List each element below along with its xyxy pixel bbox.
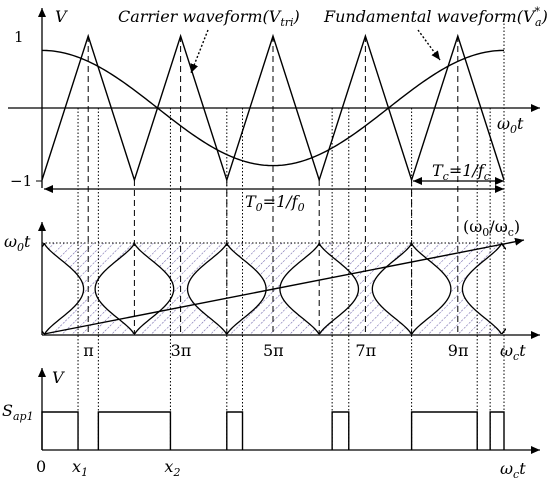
- middle-x-tick: 3π: [171, 341, 192, 360]
- middle-x-tick: π: [83, 341, 94, 360]
- top-tick-neg: −1: [10, 172, 32, 190]
- middle-panel: ω0t (ω0/ωc) π 3π 5π 7π 9π ωct: [4, 217, 540, 363]
- lobe: [461, 243, 506, 334]
- bottom-y-axis-label: V: [52, 368, 65, 387]
- lobe: [94, 243, 175, 334]
- period-Tc-label: Tc=1/fc: [432, 161, 490, 183]
- pulse: [97, 411, 172, 450]
- signal-label: Sap1: [2, 401, 34, 423]
- fundamental-label: Fundamental waveform(V*a): [323, 5, 548, 29]
- carrier-pointer: [190, 29, 209, 74]
- bottom-x-tick: 0: [36, 457, 46, 476]
- top-x-axis-label: ω0t: [497, 114, 524, 136]
- bottom-x-ticks: 0 x1 x2: [36, 457, 180, 479]
- bottom-x-tick: x1: [72, 457, 88, 479]
- ratio-line: [43, 237, 525, 335]
- carrier-label: Carrier waveform(Vtri): [118, 7, 300, 29]
- lobe-cutouts: [42, 243, 506, 334]
- bottom-panel: V Sap1 0 x1 x2 ωct: [2, 368, 540, 481]
- middle-x-tick: 9π: [448, 341, 469, 360]
- pulse: [410, 411, 478, 450]
- fundamental-pointer: [417, 29, 441, 61]
- intersection-guides: [77, 20, 505, 450]
- middle-x-tick: 5π: [263, 341, 284, 360]
- lobe: [42, 243, 85, 334]
- middle-y-axis-label: ω0t: [4, 232, 31, 254]
- top-y-axis-label: V: [55, 7, 68, 26]
- lobe: [186, 243, 267, 334]
- switching-pulses: [41, 411, 505, 450]
- pulse: [489, 411, 505, 450]
- period-T0-label: T0=1/f0: [245, 192, 305, 214]
- fundamental-waveform: [41, 49, 505, 167]
- ratio-label: (ω0/ωc): [463, 217, 520, 239]
- top-panel: V 1 −1 ω0t Carrier waveform(Vtri) Fundam…: [8, 5, 548, 214]
- middle-x-tick: 7π: [355, 341, 376, 360]
- bottom-x-tick: x2: [164, 457, 180, 479]
- pulse: [41, 411, 79, 450]
- top-tick-pos: 1: [14, 28, 24, 46]
- middle-x-ticks: π 3π 5π 7π 9π: [83, 341, 468, 360]
- bottom-x-axis-label: ωct: [500, 459, 526, 481]
- pulse: [331, 411, 350, 450]
- middle-x-axis-label: ωct: [500, 341, 526, 363]
- pulse: [226, 411, 244, 450]
